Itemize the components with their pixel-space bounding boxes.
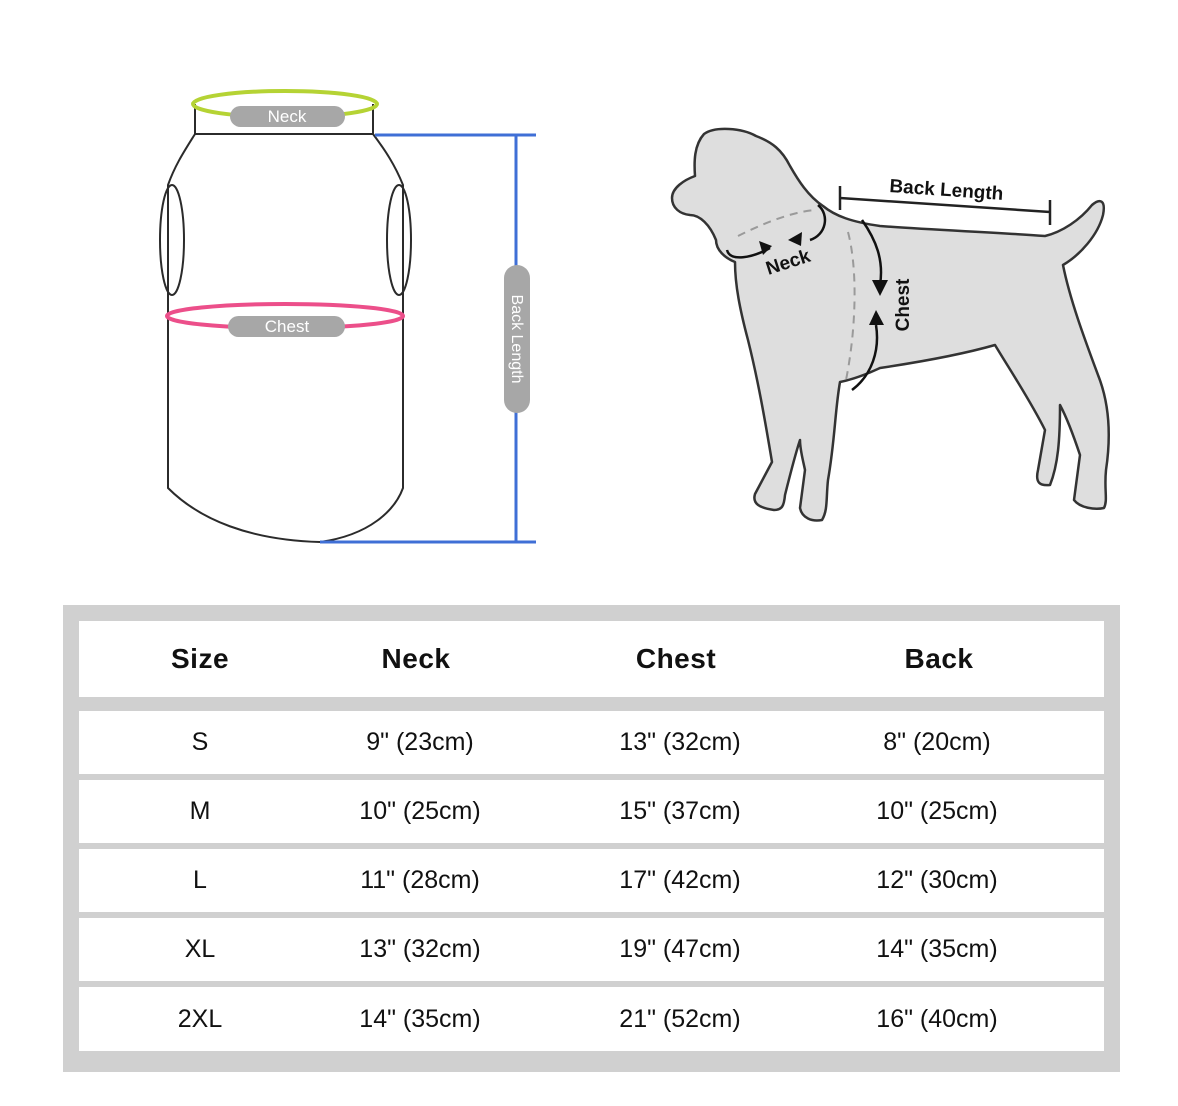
cell-back: 16" (40cm) [876,1004,998,1033]
cell-back: 14" (35cm) [876,935,998,963]
cell-chest: 21" (52cm) [619,1004,741,1033]
table-row: S 9" (23cm) 13" (32cm) 8" (20cm) [79,711,1104,774]
cell-chest: 15" (37cm) [619,797,741,825]
back-length-bracket [320,133,536,544]
column-header-size: Size [170,643,230,674]
garment-neck-label: Neck [268,107,307,126]
back-length-pill [504,265,530,413]
dog-neck-arrowhead-2 [788,232,802,246]
dog-chest-arrow-top [860,219,883,286]
cell-neck: 14" (35cm) [359,1004,481,1033]
dog-chest-guide [845,231,856,381]
neck-pill [230,106,345,127]
dog-chest-arrowhead-down [872,280,888,296]
table-row: XL 13" (32cm) 19" (47cm) 14" (35cm) [79,918,1104,981]
cell-size: 2XL [177,1004,223,1033]
dog-diagram: Back Length Neck Chest [670,127,1111,522]
cell-neck: 10" (25cm) [359,797,481,825]
dog-neck-arrowhead-1 [759,241,772,255]
cell-size: M [189,797,211,825]
cell-chest: 17" (42cm) [619,866,741,894]
dog-silhouette [670,127,1111,522]
cell-back: 12" (30cm) [876,866,998,894]
cell-size: L [193,866,207,894]
table-row: M 10" (25cm) 15" (37cm) 10" (25cm) [79,780,1104,843]
cell-size: S [191,728,209,756]
garment-outline [166,133,404,544]
cell-neck: 13" (32cm) [359,935,481,963]
chest-pill [228,316,345,337]
column-header-neck: Neck [381,643,451,674]
dog-chest-arrowhead-up [869,310,884,325]
cell-back: 8" (20cm) [883,728,991,756]
measurement-diagrams: Neck Chest Back Length Back Length Neck … [159,89,1111,544]
column-header-chest: Chest [635,643,717,674]
cell-size: XL [184,935,216,963]
dog-back-length-bracket [838,186,1052,225]
garment-right-armhole [386,184,412,296]
garment-back-length-label: Back Length [508,295,525,384]
garment-chest-label: Chest [265,317,310,336]
dog-back-length-label: Back Length [889,176,1004,205]
dog-neck-guide [737,209,816,237]
size-table: Size Neck Chest Back S 9" (23cm) 13" (32… [63,605,1120,1072]
column-header-back: Back [904,643,974,674]
cell-chest: 19" (47cm) [619,935,741,963]
table-row: L 11" (28cm) 17" (42cm) 12" (30cm) [79,849,1104,912]
cell-neck: 11" (28cm) [360,866,480,894]
table-header-row: Size Neck Chest Back [79,621,1104,697]
garment-left-armhole [159,184,185,296]
cell-chest: 13" (32cm) [619,728,741,756]
table-row: 2XL 14" (35cm) 21" (52cm) 16" (40cm) [79,987,1104,1051]
cell-back: 10" (25cm) [876,797,998,825]
cell-neck: 9" (23cm) [366,728,474,756]
dog-chest-label: Chest [893,278,914,331]
dog-chest-arrow-bottom [851,324,879,391]
